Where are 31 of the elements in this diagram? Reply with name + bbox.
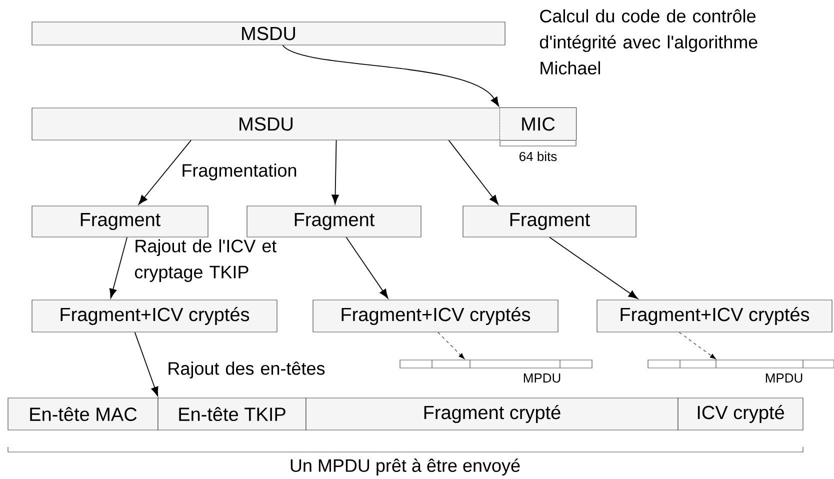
field-box: Fragment+ICV cryptés: [32, 300, 278, 332]
arrow: [282, 44, 500, 107]
arrow: [678, 332, 716, 360]
mic-box: MIC: [499, 107, 577, 141]
field-box: Fragment+ICV cryptés: [312, 300, 558, 332]
field-box: En-tête MAC: [8, 398, 158, 430]
field-box: ICV crypté: [678, 398, 804, 430]
arrow: [549, 236, 638, 300]
arrow: [332, 140, 339, 204]
field-box: Fragment: [32, 206, 208, 238]
edge-label: Rajout de l'ICV et cryptage TKIP: [134, 239, 277, 282]
arrow: [138, 140, 192, 205]
field-box: Fragment: [462, 206, 636, 238]
dimension-label: Un MPDU prêt à être envoyé: [290, 458, 520, 476]
frame-bar: [648, 360, 834, 368]
edge-label: Calcul du code de contrôle d'intégrité avec l'algorithme Michael: [540, 9, 758, 74]
field-box: En-tête TKIP: [158, 398, 306, 430]
arrow: [448, 140, 498, 205]
field-box: Fragment: [246, 206, 422, 238]
field-box: Fragment+ICV cryptés: [596, 300, 832, 332]
step-label: Fragmentation: [180, 162, 298, 182]
arrow: [109, 236, 128, 298]
edge-label: Rajout des en-têtes: [168, 362, 325, 378]
arrow: [134, 332, 158, 396]
caption-text: MPDU: [524, 374, 560, 383]
arrow: [438, 332, 465, 360]
caption-text: MPDU: [766, 374, 802, 383]
dimension-label: 64 bits: [520, 152, 557, 162]
field-box: MSDU: [32, 22, 506, 46]
frame-bar: [400, 360, 592, 368]
arrow: [346, 236, 388, 299]
